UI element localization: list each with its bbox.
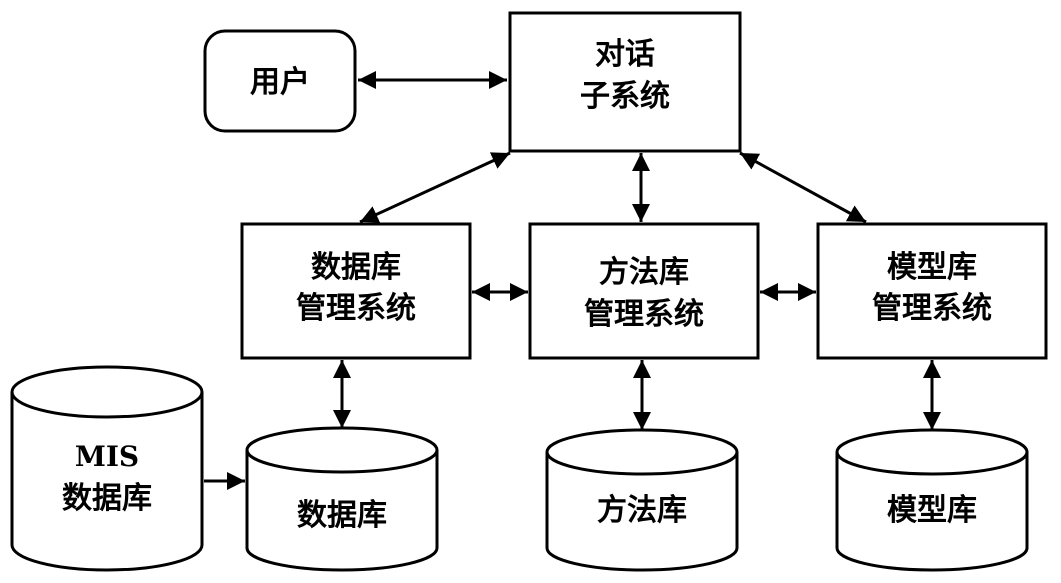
dialog-subsystem-label-line1: 对话	[595, 37, 655, 72]
modelms-label-line1: 模型库	[887, 250, 977, 285]
dbms-label-line1: 数据库	[311, 250, 401, 285]
dialog-subsystem-node: 对话 子系统	[508, 11, 742, 153]
database-cylinder: 数据库	[245, 426, 439, 572]
database-management-system-node: 数据库 管理系统	[240, 222, 472, 360]
dbms-label-line2: 管理系统	[296, 291, 416, 326]
dialog-subsystem-label-line2: 子系统	[580, 79, 670, 114]
model-base-management-system-node: 模型库 管理系统	[816, 222, 1048, 360]
mis-database-label-line1: MIS	[75, 440, 139, 473]
arrow-dialog-modelms	[739, 151, 867, 224]
database-label: 数据库	[297, 498, 387, 533]
method-base-label: 方法库	[597, 493, 687, 528]
mis-database-label-line2: 数据库	[62, 481, 152, 516]
user-node: 用户	[203, 29, 357, 133]
method-base-management-system-node: 方法库 管理系统	[528, 222, 760, 360]
user-label: 用户	[250, 65, 310, 100]
mbms-label-line1: 方法库	[599, 255, 689, 290]
mis-database-cylinder: MIS 数据库	[10, 365, 204, 572]
model-base-cylinder: 模型库	[835, 428, 1029, 572]
mbms-label-line2: 管理系统	[584, 297, 704, 332]
method-base-cylinder: 方法库	[545, 428, 739, 572]
modelms-label-line2: 管理系统	[872, 291, 992, 326]
arrow-dialog-dbms	[359, 151, 511, 224]
model-base-label: 模型库	[887, 493, 977, 528]
